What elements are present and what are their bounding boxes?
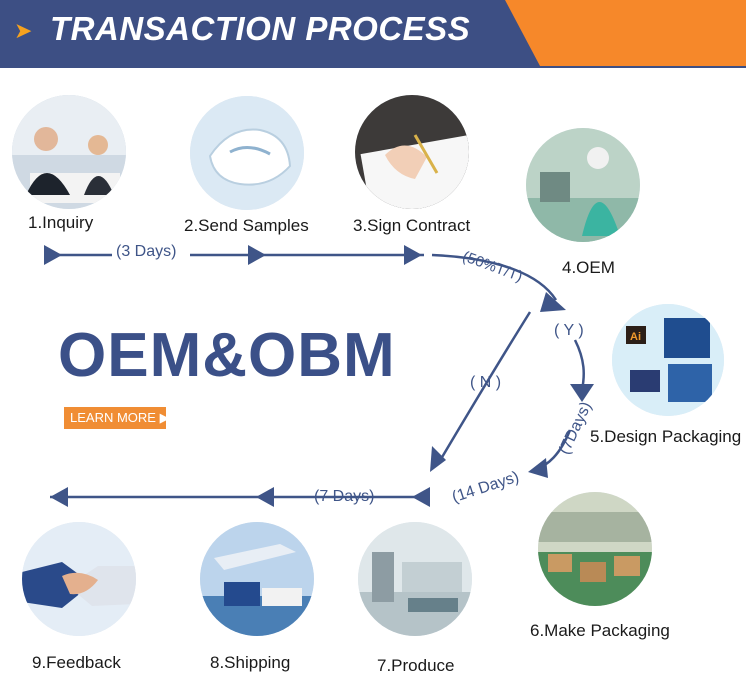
- feedback-photo: [22, 522, 136, 636]
- label-3-days: (3 Days): [116, 243, 177, 260]
- step-design-packaging-label: 5.Design Packaging: [590, 427, 742, 446]
- step-send-samples-label: 2.Send Samples: [184, 216, 309, 235]
- step-oem-label: 4.OEM: [562, 258, 615, 277]
- step-make-packaging-label: 6.Make Packaging: [530, 621, 670, 640]
- label-yes: ( Y ): [554, 322, 584, 339]
- oem-photo: [526, 128, 640, 242]
- inquiry-photo: [12, 95, 126, 209]
- contract-photo: [355, 95, 469, 209]
- header-divider: [0, 66, 746, 68]
- make-packaging-photo: [538, 492, 652, 606]
- design-packaging-photo: Ai: [612, 304, 724, 416]
- step-produce-label: 7.Produce: [377, 656, 455, 675]
- step-inquiry-label: 1.Inquiry: [28, 213, 94, 232]
- label-7-days-produce: (7 Days): [314, 488, 375, 505]
- step-sign-contract-label: 3.Sign Contract: [353, 216, 471, 235]
- page-title: TRANSACTION PROCESS: [50, 10, 471, 47]
- label-no: ( N ): [470, 374, 502, 391]
- arrow-head: [44, 245, 62, 265]
- svg-text:Ai: Ai: [630, 331, 641, 343]
- learn-more-button[interactable]: LEARN MORE ▶: [64, 407, 170, 429]
- header-accent: [505, 0, 746, 66]
- title-arrow-icon: ➤: [14, 18, 33, 43]
- shipping-photo: [200, 522, 314, 636]
- step-shipping-label: 8.Shipping: [210, 653, 291, 672]
- step-feedback-label: 9.Feedback: [32, 653, 121, 672]
- samples-photo: [190, 96, 304, 210]
- produce-photo: [358, 522, 472, 636]
- oem-obm-title: OEM&OBM: [58, 321, 396, 390]
